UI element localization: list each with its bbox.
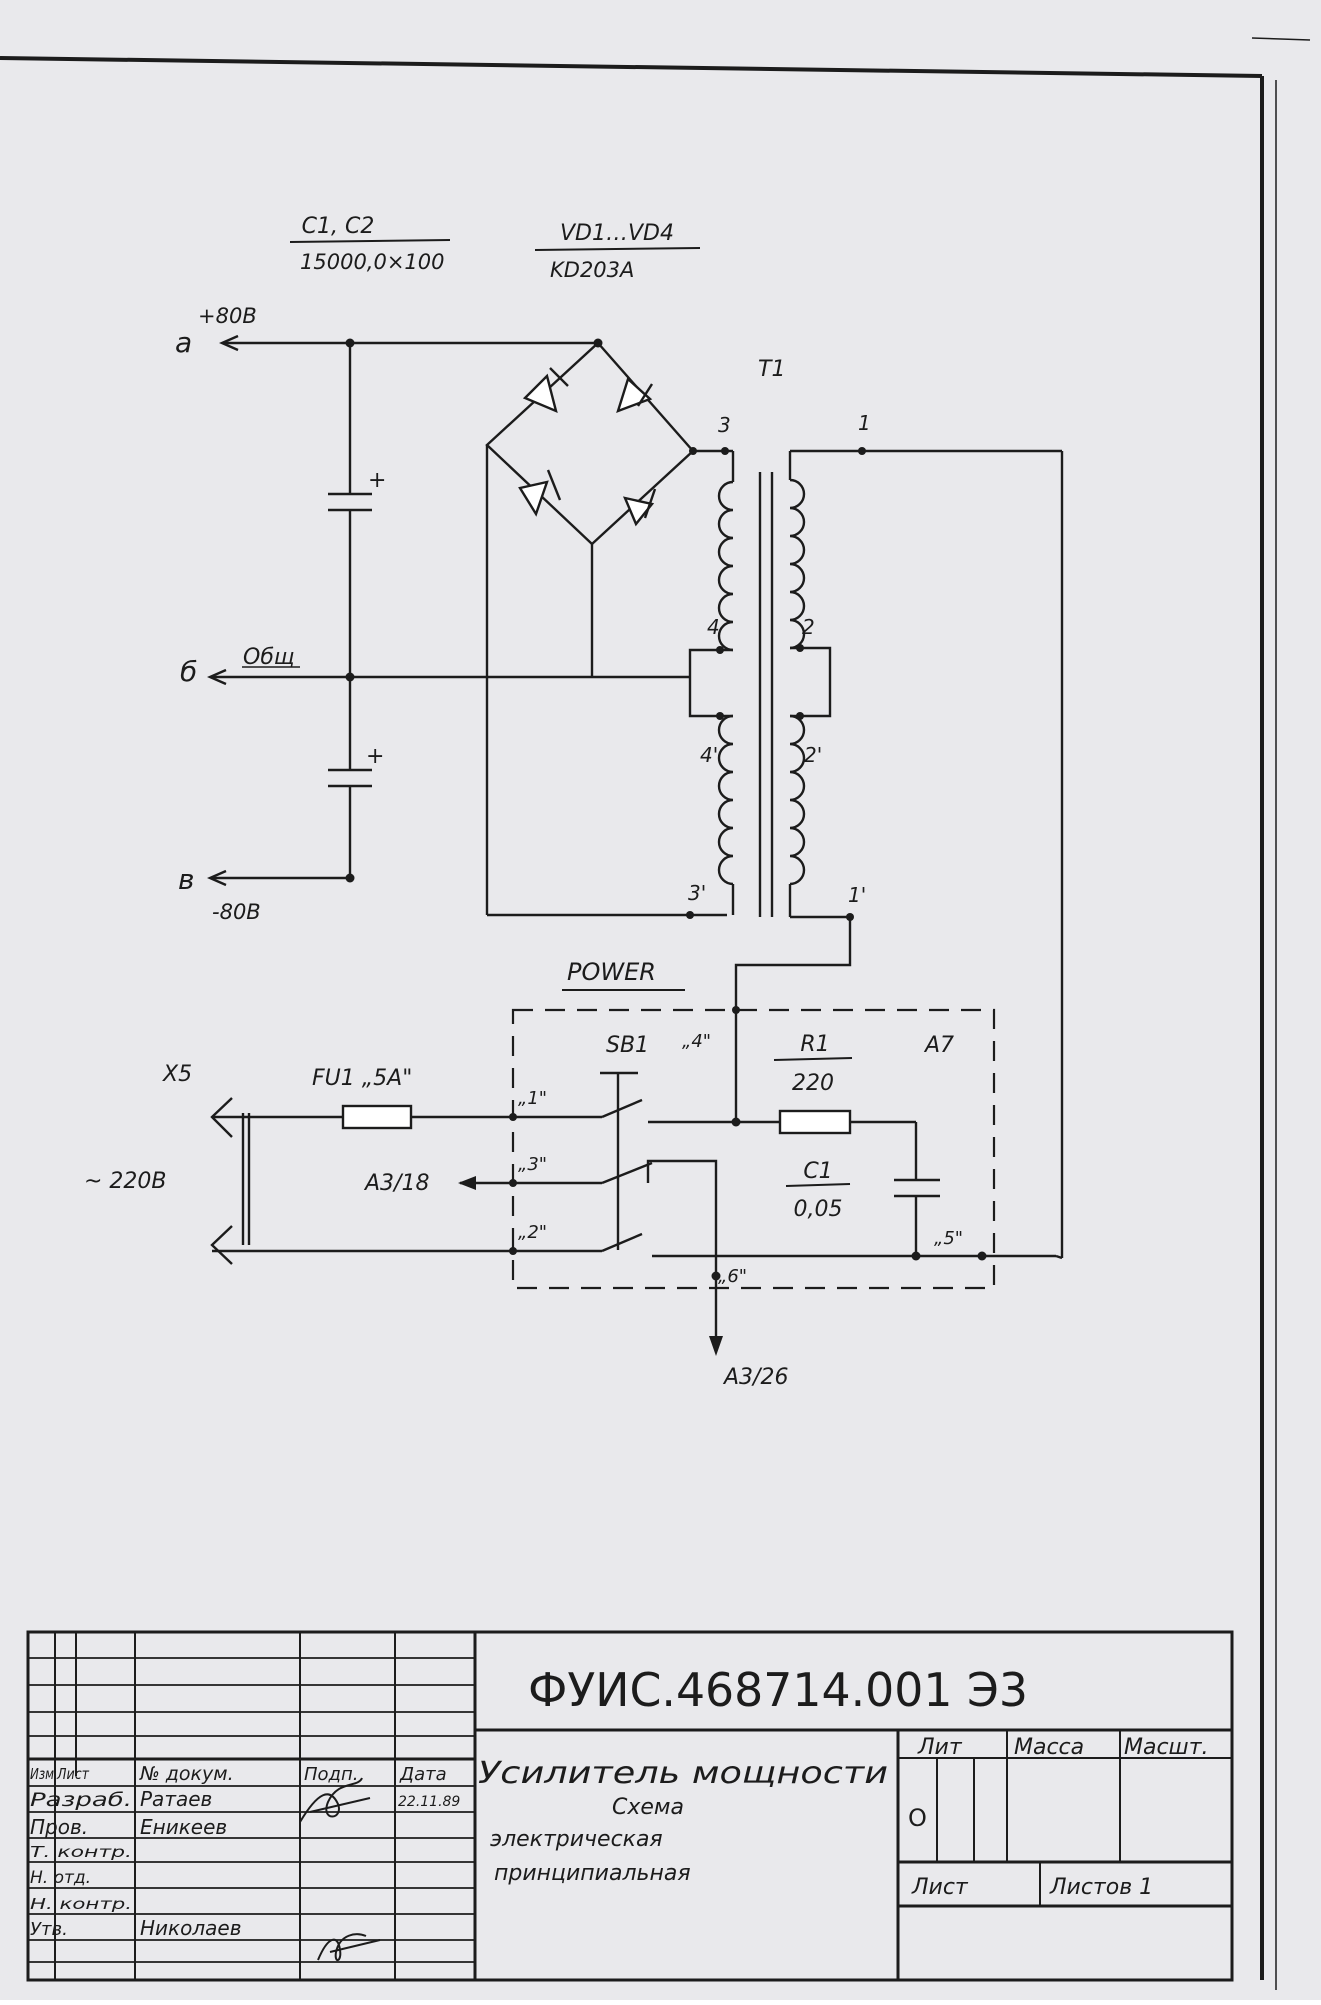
- title-line2: Схема: [612, 1795, 684, 1820]
- transformer-t1: [688, 449, 1064, 1258]
- a7-label: A7: [923, 1033, 954, 1058]
- sb1-label: SB1: [606, 1033, 649, 1058]
- title-block-grid: [26, 1630, 1234, 1982]
- contact-6-label: „6": [718, 1266, 747, 1287]
- capacitor-c1-mains: [894, 1178, 940, 1198]
- output-arrows: [207, 334, 239, 887]
- a3-26-label: A3/26: [722, 1365, 788, 1390]
- date-razrab: 22.11.89: [398, 1794, 460, 1810]
- col-doc: № докум.: [139, 1763, 234, 1785]
- fuse-label: FU1 „5A": [312, 1066, 412, 1091]
- fuse-fu1: [341, 1104, 413, 1130]
- resistor-r1: [778, 1109, 852, 1135]
- col-sign: Подп.: [304, 1764, 358, 1785]
- pin-2-label: 2: [802, 615, 815, 639]
- transformer-label: T1: [758, 357, 785, 382]
- diodes-header: VD1…VD4: [560, 221, 674, 246]
- diode-bridge: [485, 341, 695, 546]
- node-v-label: в: [178, 863, 195, 896]
- plus-80-label: +80B: [198, 304, 257, 328]
- power-label: POWER: [567, 958, 656, 986]
- role-nkontr: Н. контр.: [30, 1895, 132, 1913]
- pin-1p-label: 1': [848, 883, 866, 907]
- x5-label: X5: [162, 1062, 192, 1087]
- contact-4-label: „4": [682, 1031, 711, 1052]
- pin-4-label: 4: [707, 615, 720, 639]
- name-prov: Еникеев: [140, 1815, 227, 1839]
- contact-5-label: „5": [934, 1228, 963, 1249]
- capacitor-c1: [328, 492, 372, 512]
- common-label: Общ: [243, 645, 295, 670]
- pin-3p-label: 3': [688, 881, 706, 905]
- role-utv: Утв.: [30, 1919, 68, 1940]
- document-code: ФУИС.468714.001 Э3: [528, 1663, 1028, 1717]
- title-line1: Усилитель мощности: [478, 1756, 888, 1791]
- lit-header: Лит: [917, 1735, 963, 1760]
- role-prov: Пров.: [30, 1815, 88, 1839]
- name-razrab: Ратаев: [140, 1787, 212, 1811]
- drawing-frame: [0, 37, 1311, 1990]
- caps-value: 15000,0×100: [300, 250, 445, 274]
- name-utv: Николаев: [140, 1916, 241, 1940]
- caps-header: C1, C2: [302, 214, 375, 239]
- col-list: Лист: [56, 1765, 90, 1783]
- a3-18-label: A3/18: [363, 1171, 429, 1196]
- c1-value: 0,05: [794, 1197, 843, 1222]
- title-block-text: ФУИС.468714.001 Э3 Изм Лист № докум. Под…: [30, 1663, 1209, 1961]
- pin-1-label: 1: [858, 411, 871, 435]
- r1-value: 220: [792, 1071, 834, 1096]
- node-b-label: б: [180, 655, 197, 688]
- col-izm: Изм: [30, 1765, 54, 1783]
- ac-label: ~ 220B: [84, 1169, 167, 1194]
- c1-label: C1: [803, 1159, 832, 1184]
- col-date: Дата: [399, 1764, 447, 1785]
- scale-header: Масшт.: [1124, 1735, 1209, 1760]
- title-line3: электрическая: [490, 1827, 663, 1852]
- diodes-value: KD203A: [550, 258, 634, 282]
- rectifier-circuit: [212, 341, 733, 917]
- signature-razrab: [299, 1777, 371, 1823]
- lit-value: О: [908, 1804, 927, 1832]
- a7-module-box: [511, 1008, 996, 1290]
- role-razrab: Разраб.: [30, 1789, 132, 1811]
- pin-3-label: 3: [718, 413, 731, 437]
- mains-wiring: [210, 1071, 1063, 1340]
- sheets-label: Листов 1: [1049, 1875, 1153, 1900]
- mass-header: Масса: [1014, 1735, 1084, 1760]
- contact-3-label: „3": [518, 1154, 547, 1175]
- junction-dots: [345, 338, 987, 1281]
- role-tkontr: Т. контр.: [30, 1843, 132, 1861]
- r1-label: R1: [800, 1032, 829, 1057]
- a3-18-arrow: [458, 1176, 476, 1190]
- cap-plus-c2: +: [366, 744, 384, 769]
- schematic-labels: C1, C2 15000,0×100 VD1…VD4 KD203A T1 +80…: [84, 214, 963, 1390]
- cap-plus-c1: +: [368, 468, 386, 493]
- minus-80-label: -80B: [212, 900, 261, 924]
- contact-2-label: „2": [518, 1222, 547, 1243]
- capacitor-c2: [328, 768, 372, 788]
- signature-utv: [317, 1933, 381, 1961]
- sheet-label: Лист: [911, 1875, 969, 1900]
- a3-26-arrow: [709, 1336, 723, 1356]
- contact-1-label: „1": [518, 1088, 547, 1109]
- pin-2p-label: 2': [804, 743, 822, 767]
- node-a-label: a: [175, 326, 192, 359]
- pin-4p-label: 4': [700, 743, 718, 767]
- title-line4: принципиальная: [494, 1861, 691, 1886]
- role-notd: Н. отд.: [30, 1868, 91, 1888]
